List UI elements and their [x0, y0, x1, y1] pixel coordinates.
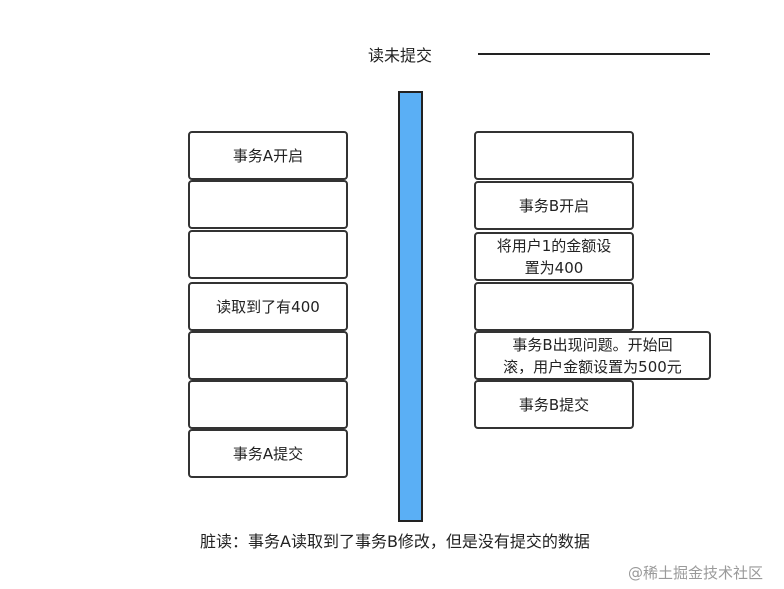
transaction-a-step-1: 事务A开启: [188, 131, 348, 180]
transaction-b-step-2: 事务B开启: [474, 181, 634, 230]
heading-rule: [478, 53, 710, 55]
transaction-a-step-2: [188, 180, 348, 229]
diagram-caption: 脏读：事务A读取到了事务B修改，但是没有提交的数据: [200, 532, 590, 551]
transaction-a-step-7: 事务A提交: [188, 429, 348, 478]
transaction-a-step-3: [188, 230, 348, 279]
transaction-a-step-6: [188, 380, 348, 429]
transaction-b-step-1: [474, 131, 634, 180]
watermark: @稀土掘金技术社区: [628, 564, 764, 582]
transaction-a-step-4: 读取到了有400: [188, 282, 348, 331]
transaction-b-step-5: 事务B出现问题。开始回 滚，用户金额设置为500元: [474, 331, 711, 380]
transaction-b-step-6: 事务B提交: [474, 380, 634, 429]
transaction-b-step-4: [474, 282, 634, 331]
timeline-bar: [398, 91, 423, 522]
transaction-a-step-5: [188, 331, 348, 380]
diagram-heading: 读未提交: [368, 46, 433, 65]
transaction-b-step-3: 将用户1的金额设 置为400: [474, 232, 634, 281]
